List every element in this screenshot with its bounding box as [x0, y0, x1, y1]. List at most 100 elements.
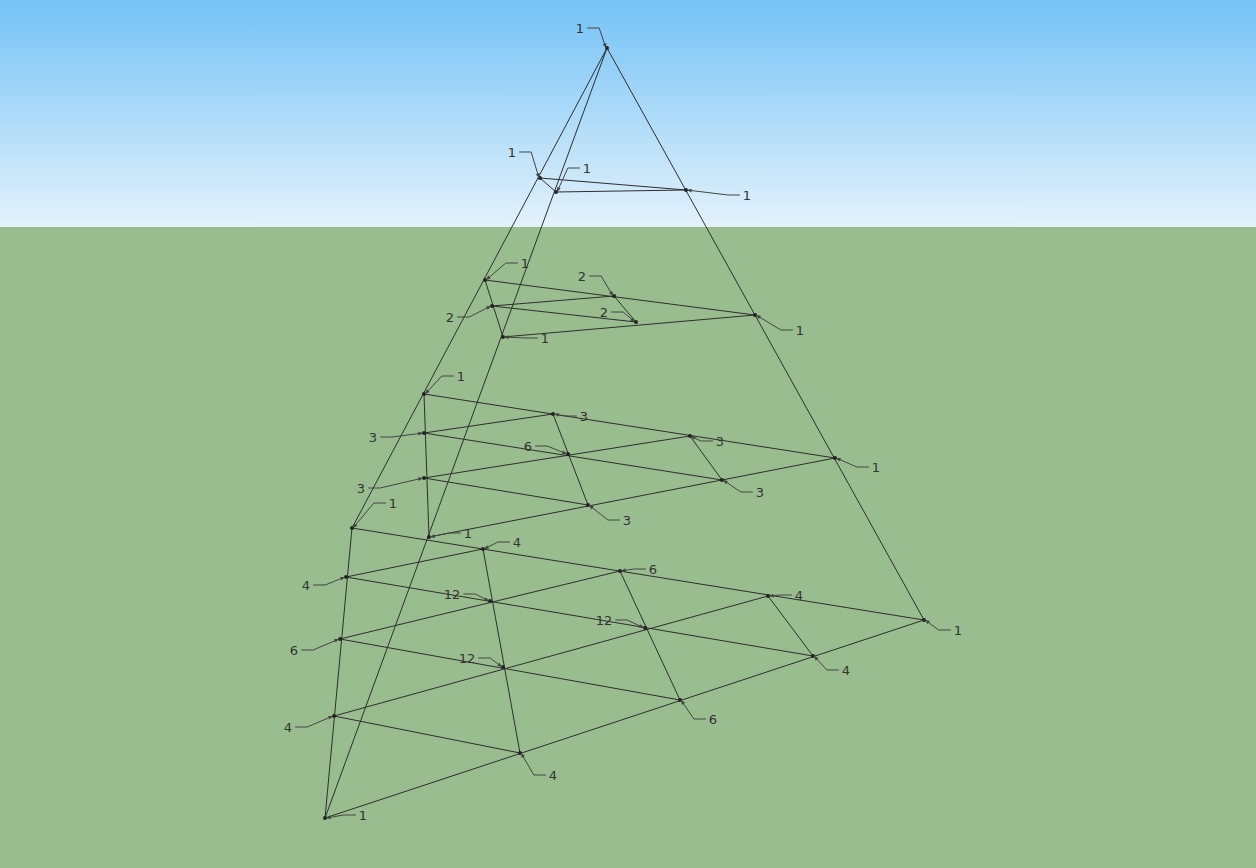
leader-line — [478, 658, 502, 667]
leader-line — [353, 503, 386, 528]
leader-arrowhead — [326, 815, 331, 819]
leader-arrowhead — [769, 594, 774, 598]
layer-grid-line — [485, 280, 503, 337]
leader-line — [691, 436, 713, 441]
layer-grid-line — [346, 577, 813, 656]
leader-line — [587, 28, 606, 48]
layer-grid-line — [424, 433, 722, 480]
leader-line — [301, 639, 339, 650]
leader-arrowhead — [589, 505, 594, 509]
leader-arrowhead — [486, 306, 491, 310]
leader-line — [425, 376, 454, 394]
leader-arrowhead — [340, 577, 345, 581]
callout-number: 2 — [578, 269, 586, 284]
leader-line — [687, 190, 740, 195]
leader-arrowhead — [418, 432, 423, 436]
leader-arrowhead — [328, 716, 333, 720]
callout-number: 1 — [576, 21, 584, 36]
callout-number: 1 — [541, 331, 549, 346]
callout-number: 1 — [743, 188, 751, 203]
leader-line — [756, 315, 793, 330]
callout-number: 4 — [302, 578, 310, 593]
layer-grid-line — [556, 190, 686, 192]
leader-arrowhead — [497, 663, 502, 667]
callout-number: 12 — [596, 613, 613, 628]
leader-arrowhead — [504, 335, 509, 339]
leader-line — [521, 753, 546, 775]
layer-grid-line — [424, 394, 429, 537]
leader-line — [463, 594, 489, 601]
leader-arrowhead — [521, 753, 525, 758]
leader-arrowhead — [630, 318, 635, 322]
callout-number: 12 — [459, 651, 476, 666]
layer-grid-line — [540, 178, 686, 190]
leader-arrowhead — [639, 624, 644, 628]
leader-line — [925, 620, 951, 630]
layer-grid-line — [340, 639, 680, 700]
leader-arrowhead — [681, 700, 685, 705]
leader-line — [504, 337, 538, 338]
callout-number: 12 — [444, 587, 461, 602]
leader-arrowhead — [562, 450, 567, 454]
leader-line — [313, 577, 345, 585]
layer-grid-line — [553, 414, 588, 505]
layer-grid-line — [620, 571, 680, 700]
layer-grid-line — [540, 178, 556, 192]
leader-line — [295, 716, 333, 727]
leader-arrowhead — [353, 523, 357, 528]
leader-line — [615, 620, 644, 628]
leader-arrowhead — [418, 477, 423, 481]
leader-arrowhead — [484, 545, 489, 549]
leader-line — [486, 263, 518, 280]
callout-number: 4 — [842, 663, 850, 678]
leader-arrowhead — [814, 656, 819, 661]
callout-number: 1 — [796, 323, 804, 338]
layer-grid-line — [334, 596, 768, 716]
leader-arrowhead — [557, 187, 561, 192]
leader-arrowhead — [691, 436, 696, 440]
callout-number: 3 — [623, 513, 631, 528]
leader-arrowhead — [925, 620, 930, 624]
sky — [0, 0, 1256, 227]
leader-arrowhead — [425, 389, 430, 394]
leader-line — [430, 533, 461, 537]
leader-line — [836, 458, 869, 467]
callout-number: 3 — [357, 481, 365, 496]
callout-number: 4 — [795, 588, 803, 603]
layer-grid-line — [424, 414, 553, 433]
ground-plane — [0, 227, 1256, 868]
layer-grid-line — [614, 296, 636, 322]
pyramid-edge — [607, 48, 924, 620]
leader-line — [457, 306, 491, 317]
layer-grid-line — [768, 596, 813, 656]
callout-number: 1 — [389, 496, 397, 511]
leader-arrowhead — [723, 480, 728, 484]
leader-arrowhead — [334, 639, 339, 643]
callout-number: 6 — [649, 562, 657, 577]
layer-grid-line — [424, 394, 835, 458]
leader-arrowhead — [484, 597, 489, 601]
leader-arrowhead — [486, 276, 491, 280]
callout-number: 3 — [716, 434, 724, 449]
callout-number: 6 — [709, 712, 717, 727]
leader-line — [611, 312, 635, 322]
callout-number: 3 — [580, 409, 588, 424]
callout-number: 2 — [600, 305, 608, 320]
leader-line — [589, 505, 620, 520]
callout-number: 6 — [524, 439, 532, 454]
layer-grid-line — [492, 306, 636, 322]
callout-number: 1 — [457, 369, 465, 384]
callout-number: 1 — [464, 526, 472, 541]
callout-number: 4 — [513, 535, 521, 550]
leader-line — [484, 542, 510, 549]
leader-arrowhead — [836, 458, 841, 462]
leader-arrowhead — [621, 568, 626, 572]
callout-number: 4 — [284, 720, 292, 735]
pyramid-edge — [352, 48, 607, 528]
callout-number: 1 — [508, 145, 516, 160]
callout-number: 1 — [872, 460, 880, 475]
leader-line — [557, 168, 580, 192]
layer-grid-line — [483, 549, 520, 753]
